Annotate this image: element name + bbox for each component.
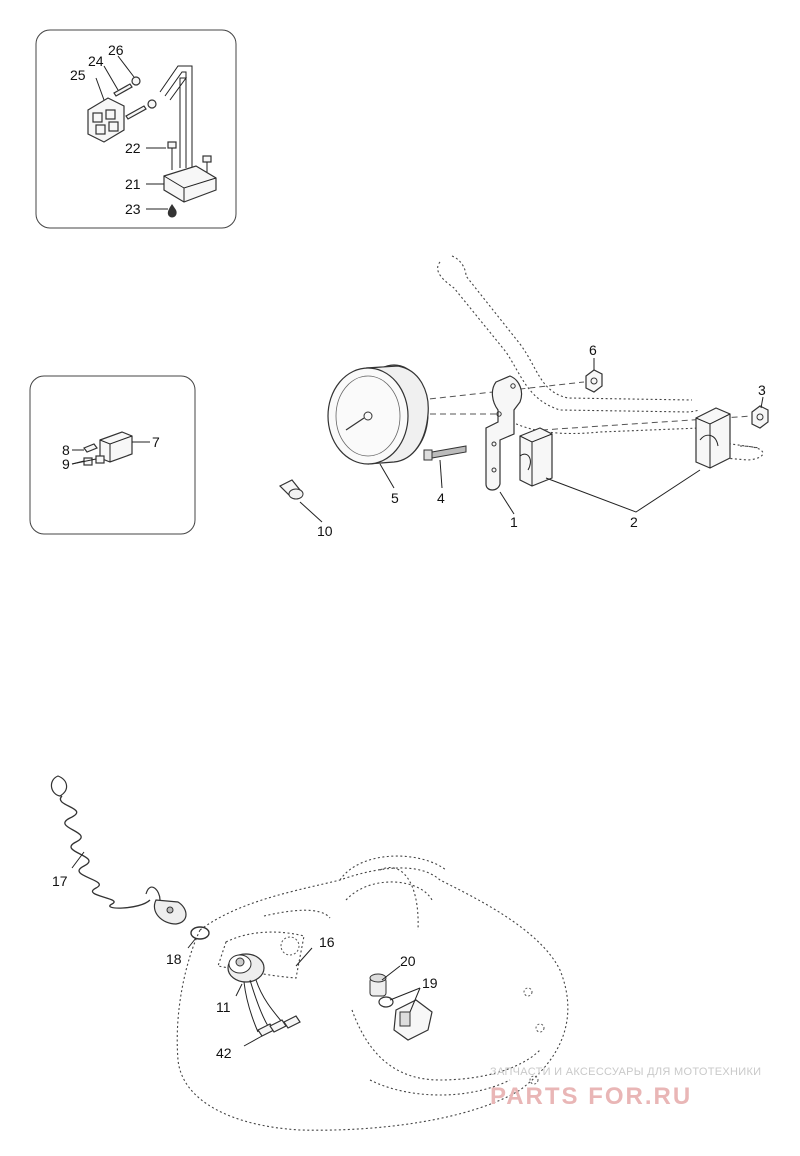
- watermark-tagline: ЗАПЧАСТИ И АКСЕССУАРЫ ДЛЯ МОТОТЕХНИКИ: [490, 1066, 761, 1078]
- callout-5: 5: [391, 490, 399, 506]
- watermark: ЗАПЧАСТИ И АКСЕССУАРЫ ДЛЯ МОТОТЕХНИКИ PA…: [490, 1066, 761, 1110]
- callout-6: 6: [589, 342, 597, 358]
- callout-22: 22: [125, 140, 141, 156]
- bracket-part: [485, 375, 523, 491]
- bulb-part: [278, 479, 304, 500]
- callout-25: 25: [70, 67, 86, 83]
- callout-24: 24: [88, 53, 104, 69]
- callout-18: 18: [166, 951, 182, 967]
- ignition-switch-part: [227, 953, 283, 1033]
- o-ring-part: [190, 926, 210, 940]
- connector-part-7: [99, 431, 133, 463]
- grease-drop-icon: [167, 204, 177, 218]
- callout-26: 26: [108, 42, 124, 58]
- callout-10: 10: [317, 523, 333, 539]
- nut-part-3: [751, 405, 769, 429]
- callout-2: 2: [630, 514, 638, 530]
- gauge-part: [327, 364, 429, 465]
- callout-9: 9: [62, 456, 70, 472]
- clamp-upper-part: [695, 407, 731, 469]
- inset-regulator-box: 22 21 23 25 24 26: [35, 29, 237, 229]
- console-assembly: 17 18 16 11 42 20 19: [50, 775, 569, 1131]
- nut-part-6: [585, 369, 603, 393]
- clamp-lower-part: [519, 427, 553, 487]
- terminal-part-8: [83, 443, 98, 453]
- terminal-pins-part: [113, 83, 147, 120]
- wire-terminals-part: [257, 1015, 301, 1037]
- screw-part: [423, 445, 467, 461]
- callout-11: 11: [216, 999, 231, 1015]
- callout-7: 7: [152, 434, 160, 450]
- voltage-regulator-part: [163, 165, 217, 203]
- mounting-bolts-part: [167, 141, 212, 178]
- callout-19: 19: [422, 975, 438, 991]
- safety-key-part: [153, 899, 187, 925]
- callout-1: 1: [510, 514, 518, 530]
- lanyard-cord-part: [50, 775, 161, 909]
- callout-23: 23: [125, 201, 141, 217]
- wire-seals-part: [131, 76, 157, 109]
- gauge-assembly: 6 3 5 4 1 2 10: [278, 255, 769, 539]
- watermark-brand: PARTS FOR.RU: [490, 1083, 692, 1110]
- callout-21: 21: [125, 176, 141, 192]
- switch-nut-and-body-part: [378, 996, 433, 1041]
- callout-17: 17: [52, 873, 68, 889]
- callout-8: 8: [62, 442, 70, 458]
- callout-42: 42: [216, 1045, 232, 1061]
- push-switch-part: [369, 973, 387, 997]
- callout-4: 4: [437, 490, 445, 506]
- inset-connector-box: 7 8 9: [29, 375, 196, 535]
- callout-20: 20: [400, 953, 416, 969]
- callout-16: 16: [319, 934, 335, 950]
- callout-3: 3: [758, 382, 766, 398]
- connector-housing-part: [87, 97, 125, 143]
